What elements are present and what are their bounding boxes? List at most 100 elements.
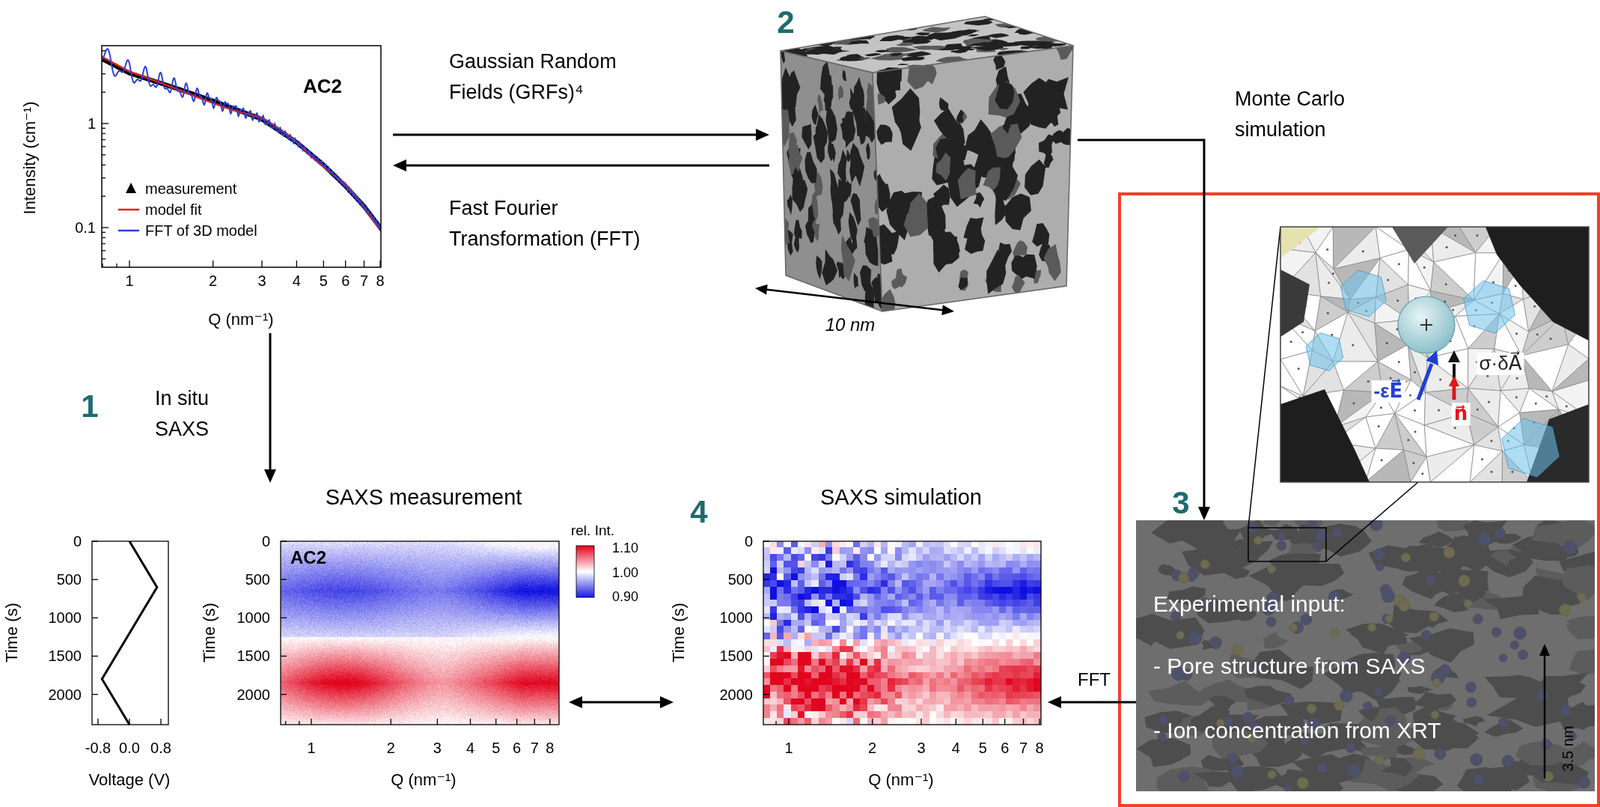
- tick-label: 0.1: [74, 219, 96, 237]
- mesh-inset: [1332, 272, 1335, 275]
- connector-arrow: [568, 695, 674, 708]
- tick-label: 1: [306, 739, 316, 757]
- mesh-inset: [1536, 333, 1539, 336]
- porous-cube: [877, 92, 887, 105]
- mesh-inset: [1454, 234, 1457, 237]
- heatmap-frame: [1038, 718, 1040, 725]
- porous-cube: [988, 81, 1021, 119]
- porous-cube: [865, 142, 871, 160]
- connector-arrow: [579, 701, 663, 704]
- box-heading: Experimental input:: [1153, 591, 1346, 618]
- tick-label: 1000: [719, 609, 754, 627]
- edge-label: In situ SAXS: [154, 383, 238, 444]
- axis-title: Intensity (cm⁻¹): [20, 101, 39, 215]
- connector-arrow: [264, 469, 277, 483]
- heatmap-frame: [280, 540, 287, 542]
- porous-cube: [945, 236, 958, 254]
- saxs-curve-plot: [101, 196, 106, 197]
- mesh-inset: [1280, 389, 1370, 482]
- tick-label: 500: [728, 571, 753, 589]
- porous-cube: [864, 53, 882, 57]
- porous-cube: [956, 47, 976, 51]
- mesh-inset: [1326, 248, 1329, 251]
- voltage-plot: [92, 617, 99, 619]
- mesh-inset: [1481, 457, 1484, 461]
- porous-cube: [994, 80, 1015, 110]
- callout-number: 4: [689, 493, 708, 530]
- saxs-curve-plot: [101, 127, 106, 129]
- porous-cube: [827, 138, 833, 162]
- connector-arrow: [392, 133, 759, 137]
- tick-label: 5: [978, 739, 988, 757]
- porous-cube: [1043, 243, 1061, 282]
- connector-arrow: [392, 159, 770, 172]
- porous-cube: [1053, 37, 1075, 60]
- saxs-curve-plot: [101, 139, 106, 140]
- tick-label: 8: [545, 739, 554, 757]
- mesh-inset: [1280, 269, 1310, 337]
- field-vector: [1425, 350, 1439, 366]
- edge-label: Fast Fourier Transformation (FFT): [449, 193, 674, 254]
- porous-cube: [885, 37, 902, 42]
- mesh-inset: [1565, 404, 1568, 408]
- porous-cube: [1030, 44, 1053, 49]
- mesh-inset: [1521, 355, 1553, 392]
- tick-label: 2000: [719, 685, 754, 703]
- mesh-inset: [1377, 425, 1380, 428]
- mesh-inset: [1486, 374, 1489, 378]
- legend-label: measurement: [145, 180, 237, 198]
- saxs-curve-plot: [379, 260, 381, 268]
- mesh-inset: [1430, 444, 1475, 482]
- porous-cube: [771, 16, 1075, 322]
- tick-label: 1000: [48, 609, 83, 627]
- mesh-inset: [1490, 440, 1493, 443]
- saxs-curve-plot: [101, 48, 381, 235]
- tick-label: 2: [386, 739, 396, 757]
- mesh-inset: [1290, 340, 1293, 343]
- heatmap-frame: [920, 718, 922, 725]
- porous-cube: [983, 167, 1001, 191]
- porous-cube: [927, 45, 946, 51]
- porous-cube: [857, 80, 864, 99]
- saxs-curve-plot: [115, 263, 117, 268]
- saxs-curve-plot: [101, 237, 106, 238]
- tick-label: 0: [744, 532, 753, 551]
- ion-simulation-render: [1136, 520, 1595, 792]
- mesh-inset: [1454, 426, 1457, 429]
- scale-arrow: [1543, 655, 1547, 779]
- heatmap-frame: [280, 617, 287, 619]
- mesh-inset: [1514, 284, 1517, 287]
- mesh-inset: [1426, 444, 1475, 482]
- connector-arrow: [1077, 139, 1205, 510]
- porous-cube: [999, 42, 1026, 48]
- porous-cube: [832, 178, 845, 221]
- porous-cube: [841, 234, 856, 283]
- mesh-inset: [1437, 408, 1440, 411]
- tick-label: 1.10: [612, 540, 639, 557]
- voltage-plot: [160, 718, 161, 725]
- callout-number: 3: [1171, 484, 1190, 521]
- heatmap-frame: [763, 693, 770, 695]
- field-vector: [1418, 363, 1432, 400]
- mesh-inset: [1549, 337, 1553, 340]
- saxs-curve-plot: [261, 260, 262, 268]
- porous-cube: [1030, 97, 1062, 129]
- heatmap-frame: [495, 718, 497, 725]
- heatmap-frame: [516, 718, 518, 725]
- connector-arrow: [1047, 695, 1137, 708]
- saxs-curve-plot: [101, 92, 106, 93]
- mesh-inset: [1421, 472, 1424, 475]
- saxs-simulation-heatmap: [763, 541, 1041, 725]
- tick-label: 3: [433, 739, 442, 757]
- mesh-inset: [1280, 226, 1589, 482]
- porous-cube: [817, 94, 824, 114]
- porous-cube: [872, 173, 887, 191]
- highlight-frame: [1119, 193, 1599, 806]
- field-vector: [1448, 375, 1460, 387]
- porous-cube: [1038, 133, 1055, 158]
- panel-title: SAXS measurement: [325, 484, 523, 510]
- porous-cube: [921, 27, 952, 33]
- saxs-curve-plot: [101, 73, 106, 75]
- mesh-inset: [1412, 461, 1415, 464]
- saxs-curve-plot: [296, 260, 298, 268]
